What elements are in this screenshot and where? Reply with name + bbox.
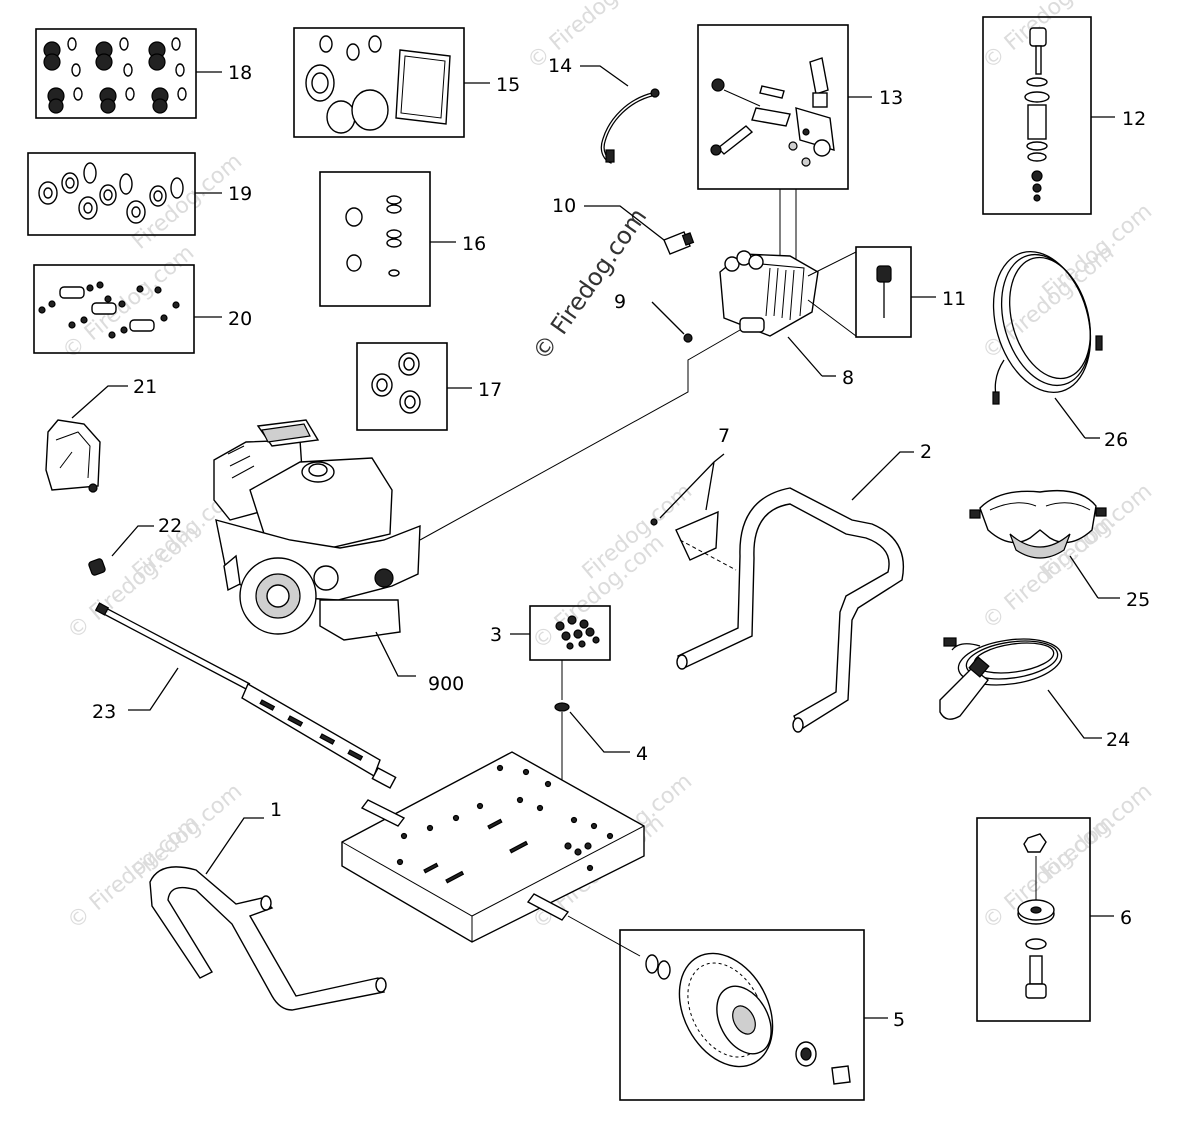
part-17-packing-kit: 17 (356, 342, 502, 431)
part-9-fitting: 9 (614, 291, 693, 343)
part-23-lance: 23 (92, 602, 397, 789)
label-4: 4 (636, 743, 648, 765)
label-900: 900 (428, 673, 464, 695)
watermark: Firedog.com (1038, 779, 1157, 885)
label-13: 13 (879, 87, 903, 109)
part-19-water-seal-kit: 19 (27, 152, 252, 236)
part-10-inlet-adapter: 10 (552, 195, 695, 255)
label-22: 22 (158, 515, 182, 537)
base-frame (341, 751, 645, 957)
label-10: 10 (552, 195, 576, 217)
label-23: 23 (92, 701, 116, 723)
label-25: 25 (1126, 589, 1150, 611)
part-2-handle-rear: 2 (676, 441, 932, 733)
label-20: 20 (228, 308, 252, 330)
label-1: 1 (270, 799, 282, 821)
part-21-spray-gun: 21 (45, 376, 157, 493)
label-15: 15 (496, 74, 520, 96)
part-14-bypass-hose: 14 (548, 55, 660, 164)
watermark-center: © Firedog.com (527, 203, 652, 365)
label-8: 8 (842, 367, 854, 389)
label-7: 7 (718, 425, 730, 447)
part-7-decal: 7 (650, 425, 737, 571)
part-24-soap-hose: 24 (939, 637, 1130, 751)
label-5: 5 (893, 1009, 905, 1031)
label-16: 16 (462, 233, 486, 255)
label-3: 3 (490, 624, 502, 646)
label-17: 17 (478, 379, 502, 401)
part-18-check-valve-kit: 18 (35, 28, 252, 119)
watermark: © Firedog.com (978, 0, 1119, 75)
label-2: 2 (920, 441, 932, 463)
label-18: 18 (228, 62, 252, 84)
part-8-pump: 8 (419, 250, 857, 541)
part-25-goggles: 25 (969, 489, 1150, 611)
label-21: 21 (133, 376, 157, 398)
label-9: 9 (614, 291, 626, 313)
label-26: 26 (1104, 429, 1128, 451)
part-13-unloader-kit: 13 (697, 24, 903, 262)
part-3-hardware-kit: 3 (490, 605, 611, 661)
part-16-o-ring-kit: 16 (319, 171, 486, 307)
part-5-wheel-kit: 5 (619, 929, 905, 1101)
part-15-seal-kit: 15 (293, 27, 520, 138)
part-20-plunger-kit: 20 (33, 264, 252, 354)
part-1-handle-front: 1 (149, 799, 387, 1011)
label-6: 6 (1120, 907, 1132, 929)
label-19: 19 (228, 183, 252, 205)
part-900-engine: 900 (213, 419, 464, 695)
part-22-nozzle: 22 (88, 515, 182, 576)
label-14: 14 (548, 55, 572, 77)
part-6-isolator-kit: 6 (976, 817, 1132, 1022)
label-12: 12 (1122, 108, 1146, 130)
part-11-oil-dipstick: 11 (855, 246, 966, 338)
part-12-valve-kit: 12 (982, 16, 1146, 215)
part-26-hp-hose: 26 (992, 250, 1128, 451)
label-11: 11 (942, 288, 966, 310)
label-24: 24 (1106, 729, 1130, 751)
watermark: © Firedog.com (523, 0, 664, 75)
